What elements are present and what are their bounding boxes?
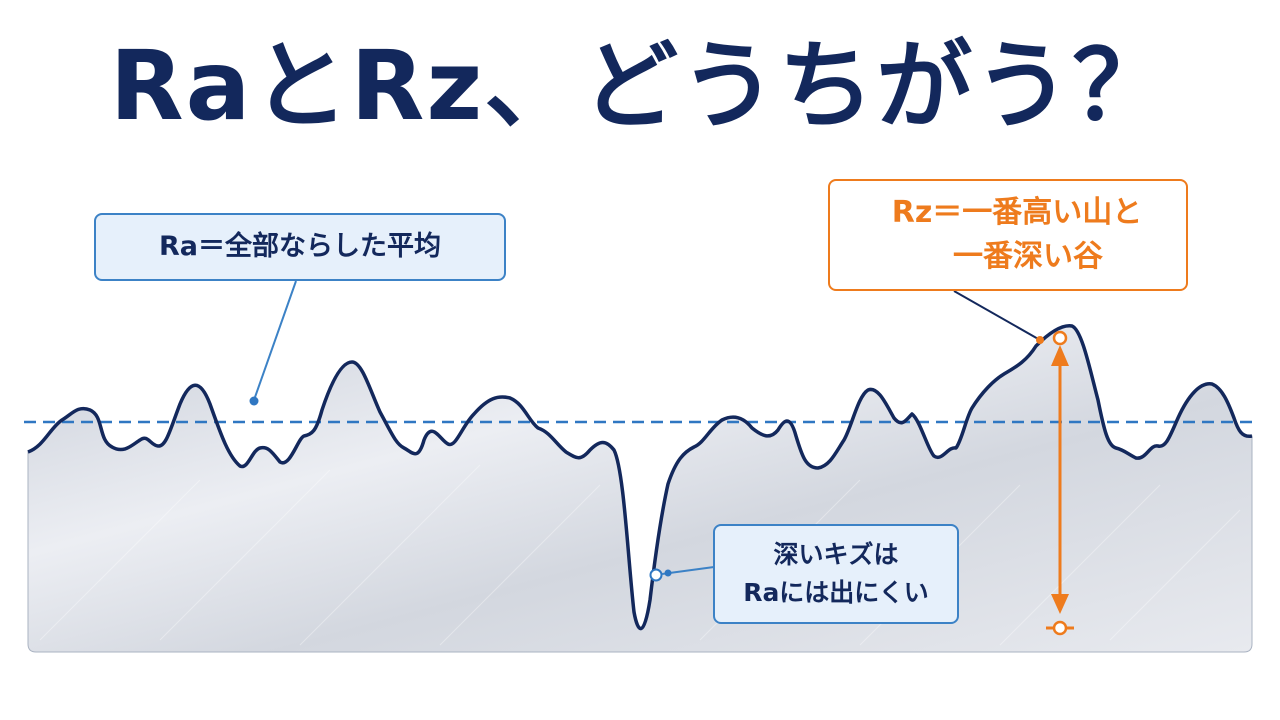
scratch-label-line1: 深いキズは <box>773 540 899 569</box>
rz-valley-marker <box>1052 620 1068 636</box>
rz-label-line2: 一番深い谷 <box>953 239 1103 274</box>
rz-peak-marker <box>1052 330 1068 346</box>
rz-label-box: Rz＝一番高い山と 一番深い谷 <box>828 179 1188 291</box>
ra-leader-line <box>253 280 297 401</box>
scratch-marker <box>649 568 663 582</box>
rz-label-line1: Rz＝一番高い山と <box>891 195 1143 230</box>
scratch-label-line2: Raには出にくい <box>743 578 929 607</box>
ra-leader-dot <box>249 396 259 406</box>
page-title: RaとRz、どうちがう？ <box>109 30 1171 142</box>
scratch-label-box: 深いキズは Raには出にくい <box>713 524 959 624</box>
rz-leader-dot <box>1036 336 1044 344</box>
roughness-profile-line <box>27 324 1253 631</box>
ra-label-box: Ra＝全部ならした平均 <box>94 213 506 281</box>
surface-body <box>27 325 1253 653</box>
scratch-leader-dot <box>664 569 672 577</box>
rz-leader-line <box>953 290 1041 341</box>
